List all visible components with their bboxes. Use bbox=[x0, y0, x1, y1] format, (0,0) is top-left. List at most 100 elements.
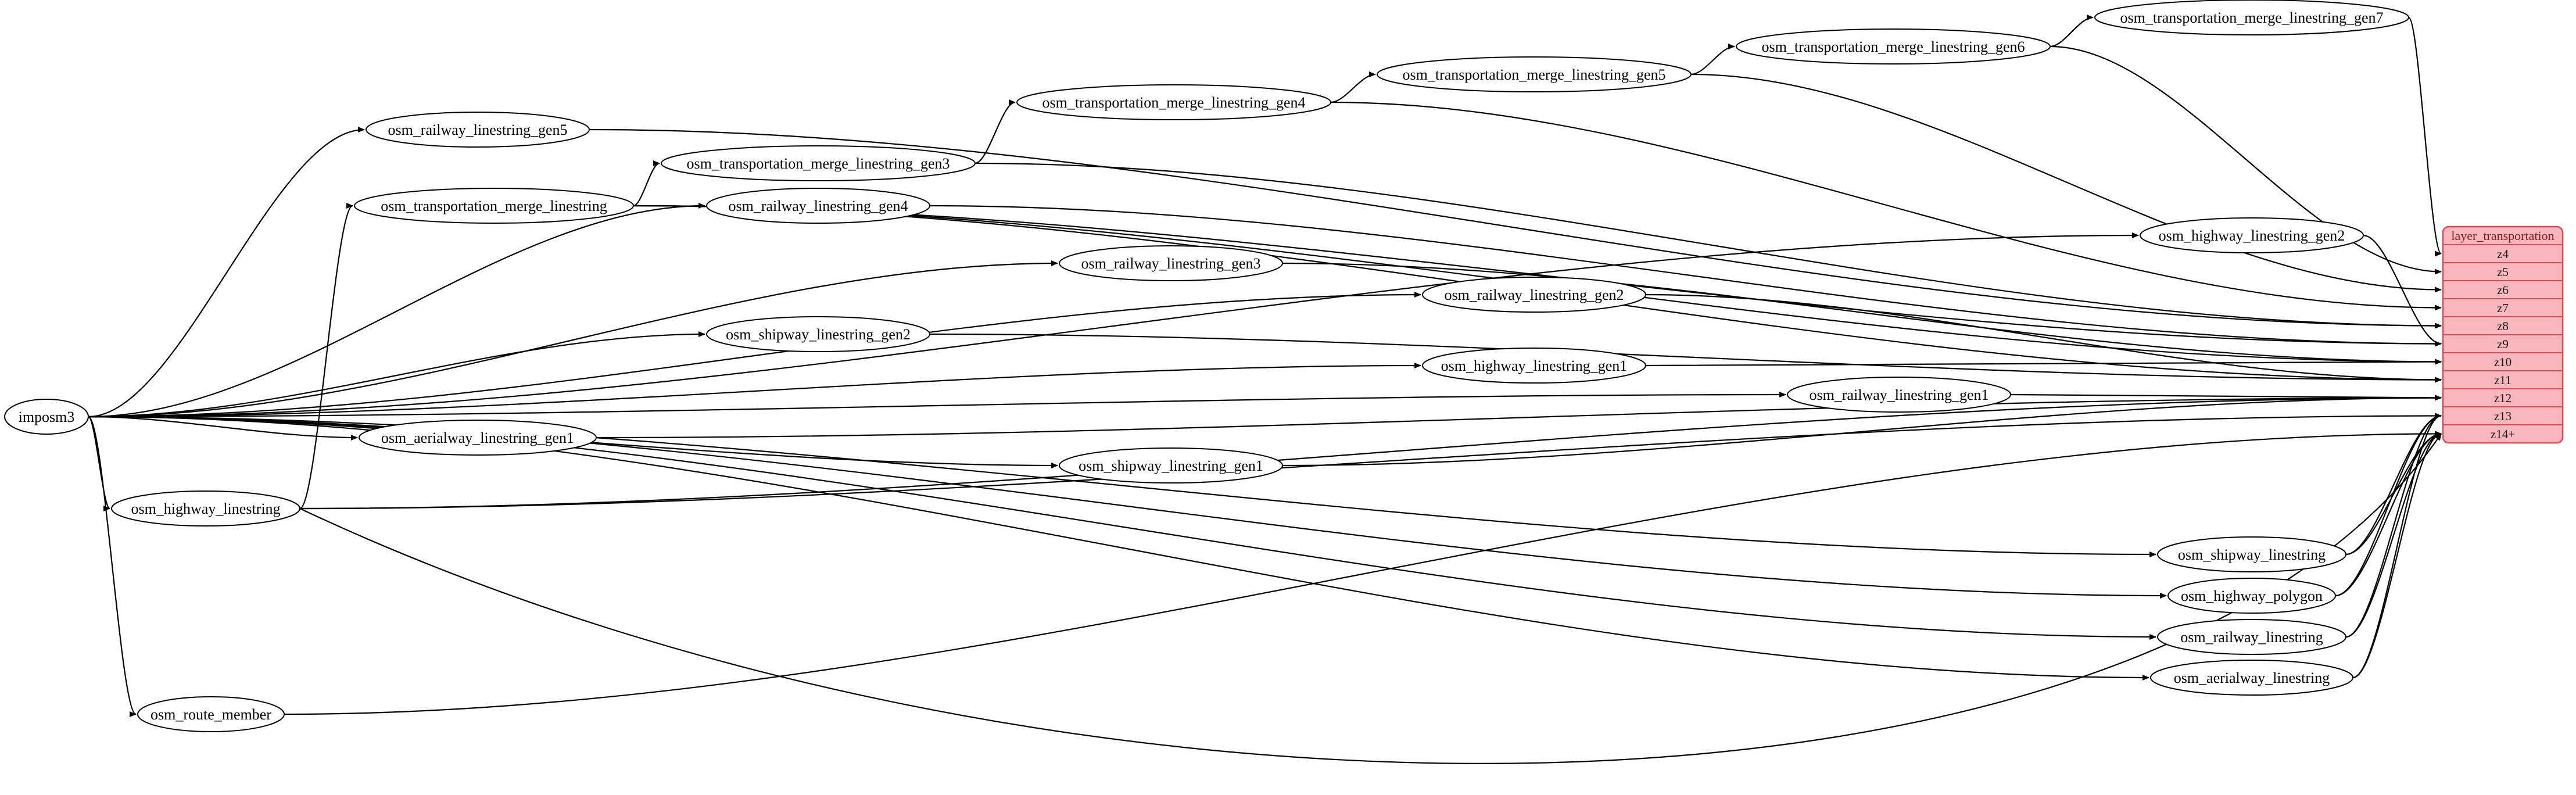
table-node-osm_shipway_linestring_gen1: osm_shipway_linestring_gen1 bbox=[1059, 447, 1283, 484]
table-ellipse-osm_transportation_merge_linestring bbox=[354, 188, 634, 224]
table-ellipse-osm_shipway_linestring_gen2 bbox=[706, 316, 930, 352]
table-label-osm_highway_linestring_gen2: osm_highway_linestring_gen2 bbox=[2159, 227, 2345, 244]
table-node-osm_railway_linestring_gen4: osm_railway_linestring_gen4 bbox=[706, 188, 930, 224]
table-label-osm_route_member: osm_route_member bbox=[151, 706, 271, 723]
record-row-z8: z8 bbox=[2497, 319, 2509, 333]
table-node-osm_transportation_merge_linestring_gen6: osm_transportation_merge_linestring_gen6 bbox=[1736, 28, 2051, 65]
table-node-osm_highway_polygon: osm_highway_polygon bbox=[2167, 578, 2336, 614]
table-ellipse-osm_aerialway_linestring bbox=[2150, 660, 2353, 696]
table-ellipse-osm_railway_linestring_gen4 bbox=[706, 188, 930, 224]
table-node-osm_highway_linestring: osm_highway_linestring bbox=[111, 490, 300, 527]
table-node-osm_railway_linestring_gen1: osm_railway_linestring_gen1 bbox=[1787, 377, 2011, 413]
edge-osm_railway_linestring-to-z13 bbox=[2345, 413, 2442, 638]
table-label-osm_railway_linestring_gen4: osm_railway_linestring_gen4 bbox=[728, 198, 908, 214]
edge-imposm3-to-osm_railway_linestring_gen1 bbox=[88, 392, 1786, 418]
edge-osm_shipway_linestring_gen1-to-z12 bbox=[1282, 395, 2442, 467]
table-ellipse-imposm3 bbox=[4, 399, 89, 435]
edge-osm_route_member-to-z14+ bbox=[284, 431, 2442, 715]
record-row-z10: z10 bbox=[2494, 355, 2511, 369]
edge-osm_shipway_linestring_gen2-to-z11 bbox=[929, 333, 2442, 383]
edge-imposm3-to-osm_highway_linestring_gen2 bbox=[88, 232, 2139, 418]
record-row-z13: z13 bbox=[2494, 409, 2511, 423]
table-ellipse-osm_shipway_linestring bbox=[2157, 536, 2346, 572]
edge-osm_highway_polygon-to-z13 bbox=[2335, 413, 2442, 597]
edge-osm_highway_polygon-to-z14+ bbox=[2335, 431, 2442, 597]
edge-osm_aerialway_linestring-to-z14+ bbox=[2352, 431, 2442, 679]
edge-osm_transportation_merge_linestring_gen4-to-osm_transportation_merge_linestring_gen5 bbox=[1330, 71, 1376, 103]
edge-osm_transportation_merge_linestring_gen5-to-osm_transportation_merge_linestring_gen6 bbox=[1690, 44, 1735, 76]
table-ellipse-osm_route_member bbox=[137, 696, 285, 732]
table-node-osm_transportation_merge_linestring: osm_transportation_merge_linestring bbox=[354, 188, 634, 224]
table-label-osm_aerialway_linestring_gen1: osm_aerialway_linestring_gen1 bbox=[381, 429, 574, 446]
table-label-osm_transportation_merge_linestring_gen6: osm_transportation_merge_linestring_gen6 bbox=[1762, 38, 2025, 55]
table-ellipse-osm_railway_linestring bbox=[2157, 619, 2346, 655]
table-node-osm_railway_linestring_gen5: osm_railway_linestring_gen5 bbox=[366, 112, 590, 148]
table-label-osm_highway_polygon: osm_highway_polygon bbox=[2181, 588, 2323, 604]
edge-imposm3-to-osm_railway_linestring_gen2 bbox=[88, 292, 1421, 418]
edge-osm_transportation_merge_linestring_gen7-to-z4 bbox=[2407, 16, 2442, 257]
edge-osm_highway_linestring_gen1-to-z10 bbox=[1645, 359, 2442, 367]
edge-osm_transportation_merge_linestring-to-osm_transportation_merge_linestring_gen3 bbox=[633, 160, 660, 207]
edge-osm_highway_linestring-to-osm_transportation_merge_linestring bbox=[299, 203, 353, 510]
table-label-osm_transportation_merge_linestring: osm_transportation_merge_linestring bbox=[381, 198, 607, 214]
table-ellipse-osm_railway_linestring_gen2 bbox=[1422, 277, 1646, 313]
record-row-z11: z11 bbox=[2494, 373, 2511, 387]
edge-imposm3-to-osm_railway_linestring_gen4 bbox=[88, 203, 705, 418]
record-row-z7: z7 bbox=[2497, 301, 2509, 315]
edge-osm_transportation_merge_linestring_gen3-to-z8 bbox=[974, 162, 2442, 329]
edge-osm_transportation_merge_linestring_gen4-to-z7 bbox=[1330, 101, 2442, 311]
table-ellipse-osm_railway_linestring_gen1 bbox=[1787, 377, 2011, 413]
edge-imposm3-to-osm_railway_linestring_gen3 bbox=[88, 260, 1058, 418]
edge-osm_transportation_merge_linestring_gen3-to-osm_transportation_merge_linestring_gen4 bbox=[974, 99, 1016, 164]
table-ellipse-osm_railway_linestring_gen5 bbox=[366, 112, 590, 148]
record-row-z5: z5 bbox=[2497, 265, 2509, 279]
table-node-imposm3: imposm3 bbox=[4, 399, 89, 435]
table-label-osm_shipway_linestring_gen2: osm_shipway_linestring_gen2 bbox=[726, 326, 911, 343]
table-label-osm_highway_linestring: osm_highway_linestring bbox=[131, 500, 280, 517]
edge-imposm3-to-osm_aerialway_linestring_gen1 bbox=[88, 416, 358, 441]
record-row-z12: z12 bbox=[2494, 391, 2511, 405]
table-node-osm_highway_linestring_gen2: osm_highway_linestring_gen2 bbox=[2140, 217, 2364, 253]
table-ellipse-osm_shipway_linestring_gen1 bbox=[1059, 447, 1283, 484]
table-label-osm_railway_linestring: osm_railway_linestring bbox=[2180, 629, 2323, 646]
edge-osm_highway_linestring-to-z13 bbox=[299, 413, 2442, 510]
table-label-osm_railway_linestring_gen5: osm_railway_linestring_gen5 bbox=[388, 121, 567, 138]
table-node-osm_aerialway_linestring: osm_aerialway_linestring bbox=[2150, 660, 2353, 696]
nodes-layer: imposm3 osm_railway_linestring_gen5 osm_tr… bbox=[4, 0, 2409, 732]
edge-imposm3-to-osm_shipway_linestring_gen2 bbox=[88, 331, 705, 418]
table-label-osm_railway_linestring_gen1: osm_railway_linestring_gen1 bbox=[1809, 386, 1989, 403]
table-label-osm_transportation_merge_linestring_gen7: osm_transportation_merge_linestring_gen7 bbox=[2120, 9, 2384, 26]
record-title: layer_transportation bbox=[2451, 228, 2554, 243]
table-ellipse-osm_transportation_merge_linestring_gen5 bbox=[1377, 56, 1692, 92]
edge-osm_railway_linestring_gen3-to-z10 bbox=[1282, 262, 2442, 365]
table-label-osm_transportation_merge_linestring_gen4: osm_transportation_merge_linestring_gen4 bbox=[1042, 94, 1306, 111]
edge-osm_highway_linestring_gen2-to-z9 bbox=[2363, 234, 2442, 347]
table-ellipse-osm_railway_linestring_gen3 bbox=[1059, 245, 1283, 281]
table-label-osm_aerialway_linestring: osm_aerialway_linestring bbox=[2174, 669, 2330, 686]
table-label-osm_highway_linestring_gen1: osm_highway_linestring_gen1 bbox=[1441, 357, 1628, 374]
edge-imposm3-to-osm_highway_linestring bbox=[87, 416, 111, 511]
table-ellipse-osm_highway_linestring_gen2 bbox=[2140, 217, 2364, 253]
edge-osm_railway_linestring_gen4-to-z9 bbox=[929, 205, 2442, 347]
edge-osm_railway_linestring-to-z14+ bbox=[2345, 431, 2442, 638]
table-ellipse-osm_transportation_merge_linestring_gen4 bbox=[1016, 84, 1331, 120]
table-node-osm_transportation_merge_linestring_gen5: osm_transportation_merge_linestring_gen5 bbox=[1377, 56, 1692, 92]
edge-osm_highway_linestring-to-z14+ bbox=[299, 433, 2442, 764]
table-ellipse-osm_transportation_merge_linestring_gen6 bbox=[1736, 28, 2051, 65]
table-node-osm_transportation_merge_linestring_gen4: osm_transportation_merge_linestring_gen4 bbox=[1016, 84, 1331, 120]
table-ellipse-osm_transportation_merge_linestring_gen3 bbox=[661, 145, 976, 181]
edge-osm_highway_linestring-to-z12 bbox=[299, 395, 2442, 510]
edge-osm_transportation_merge_linestring_gen6-to-osm_transportation_merge_linestring_gen7 bbox=[2050, 15, 2094, 48]
table-node-osm_railway_linestring: osm_railway_linestring bbox=[2157, 619, 2346, 655]
table-label-imposm3: imposm3 bbox=[19, 409, 75, 425]
table-ellipse-osm_aerialway_linestring_gen1 bbox=[359, 420, 597, 456]
table-node-osm_shipway_linestring: osm_shipway_linestring bbox=[2157, 536, 2346, 572]
table-label-osm_transportation_merge_linestring_gen3: osm_transportation_merge_linestring_gen3 bbox=[687, 155, 950, 172]
edge-osm_railway_linestring_gen5-to-z8 bbox=[589, 128, 2442, 329]
record-row-z6: z6 bbox=[2497, 283, 2509, 297]
edge-osm_aerialway_linestring_gen1-to-z12 bbox=[596, 395, 2442, 439]
table-ellipse-osm_highway_linestring_gen1 bbox=[1422, 348, 1646, 384]
table-node-osm_aerialway_linestring_gen1: osm_aerialway_linestring_gen1 bbox=[359, 420, 597, 456]
